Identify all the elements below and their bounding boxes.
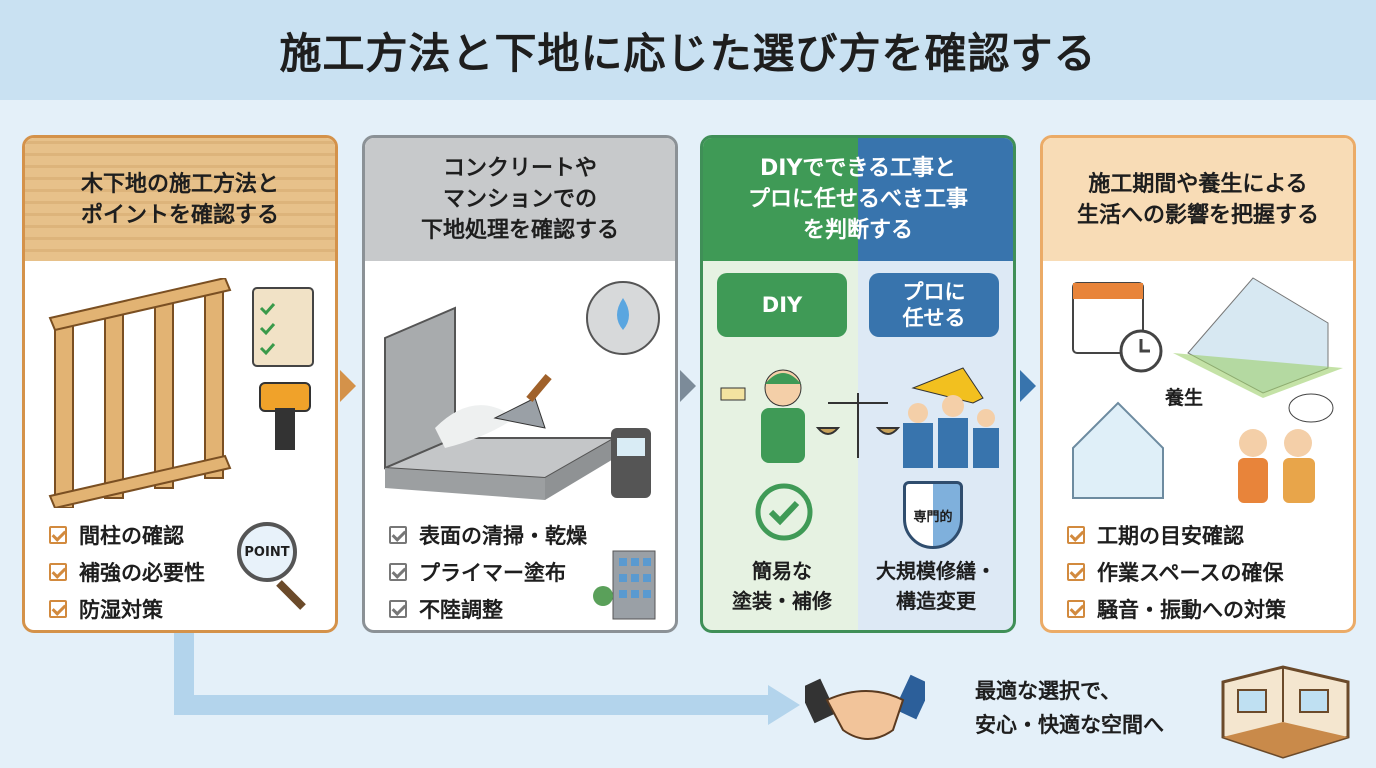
checkbox-icon: [389, 599, 407, 618]
checkbox-icon: [389, 562, 407, 581]
checkbox-icon: [1067, 525, 1085, 544]
check-label: 作業スペースの確保: [1097, 560, 1284, 585]
check-label: 防湿対策: [79, 597, 163, 622]
curing-house-family-illustration: [1072, 277, 1343, 503]
check-item: 作業スペースの確保: [1067, 553, 1286, 590]
diy-description: 簡易な塗装・補修: [707, 556, 857, 616]
heading-line: ポイントを確認する: [80, 202, 279, 228]
checklist: 工期の目安確認 作業スペースの確保 騒音・振動への対策: [1067, 516, 1286, 627]
wood-frame-drill-illustration: [48, 278, 314, 508]
magnifier-handle: [276, 580, 306, 610]
pro-label-line: プロに: [902, 280, 966, 304]
check-label: 工期の目安確認: [1097, 523, 1244, 548]
shield-label: 専門的: [913, 509, 953, 525]
heading-line: 下地処理を確認する: [420, 218, 619, 243]
diy-label-bubble: DIY: [717, 273, 847, 337]
checkbox-icon: [389, 525, 407, 544]
check-label: 不陸調整: [419, 597, 503, 622]
card-concrete-substrate: コンクリートやマンションでの下地処理を確認する 表面の清掃・乾燥 プライマー塗布…: [362, 135, 678, 633]
closing-line: 安心・快適な空間へ: [975, 713, 1164, 737]
closing-line: 最適な選択で、: [975, 679, 1122, 703]
closing-message: 最適な選択で、安心・快適な空間へ: [975, 674, 1164, 742]
check-item: 間柱の確認: [49, 516, 205, 553]
heading-line: 木下地の施工方法と: [80, 171, 279, 197]
check-item: プライマー塗布: [389, 553, 587, 590]
curing-label: 養生: [1165, 387, 1204, 409]
handshake-icon: [805, 674, 925, 740]
desc-line: 大規模修繕・: [876, 559, 996, 583]
flow-arrow: [680, 370, 696, 402]
card-diy-vs-pro: DIYでできる工事とプロに任せるべき工事を判断する DIY プロに任せる 専門的…: [700, 135, 1016, 633]
heading-line: 施工期間や養生による: [1088, 171, 1308, 197]
checklist: 間柱の確認 補強の必要性 防湿対策: [49, 516, 205, 627]
concrete-trowel-illustration: [384, 281, 660, 500]
card-heading: DIYでできる工事とプロに任せるべき工事を判断する: [703, 138, 1013, 261]
card-heading: コンクリートやマンションでの下地処理を確認する: [365, 138, 675, 261]
check-item: 騒音・振動への対策: [1067, 590, 1286, 627]
flow-arrow: [1020, 370, 1036, 402]
room-interior-icon: [1221, 665, 1350, 759]
heading-line: を判断する: [802, 218, 913, 243]
diy-pro-workers-illustration: [720, 367, 999, 468]
diy-label: DIY: [761, 293, 803, 317]
check-label: 騒音・振動への対策: [1097, 597, 1286, 622]
heading-line: コンクリートや: [442, 156, 597, 181]
check-item: 補強の必要性: [49, 553, 205, 590]
checkbox-icon: [49, 562, 67, 581]
flow-arrow: [340, 370, 356, 402]
check-label: 補強の必要性: [79, 560, 205, 585]
card-wood-substrate: 木下地の施工方法とポイントを確認する 間柱の確認 補強の必要性 防湿対策 POI…: [22, 135, 338, 633]
desc-line: 構造変更: [896, 589, 976, 613]
clipboard-icon: [252, 287, 314, 367]
checkbox-icon: [1067, 599, 1085, 618]
drill-icon: [259, 382, 311, 412]
card-heading: 施工期間や養生による生活への影響を把握する: [1043, 138, 1353, 261]
title-banner: 施工方法と下地に応じた選び方を確認する: [0, 0, 1376, 100]
heading-line: マンションでの: [442, 187, 597, 212]
check-item: 表面の清掃・乾燥: [389, 516, 587, 553]
page-title: 施工方法と下地に応じた選び方を確認する: [279, 28, 1097, 78]
desc-line: 塗装・補修: [732, 589, 832, 613]
check-item: 工期の目安確認: [1067, 516, 1286, 553]
point-magnifier-icon: POINT: [237, 522, 297, 582]
apartment-building-icon: [593, 550, 656, 620]
check-item: 不陸調整: [389, 590, 587, 627]
pro-description: 大規模修繕・構造変更: [861, 556, 1011, 616]
desc-line: 簡易な: [752, 559, 812, 583]
checkbox-icon: [1067, 562, 1085, 581]
checkbox-icon: [49, 599, 67, 618]
checklist: 表面の清掃・乾燥 プライマー塗布 不陸調整: [389, 516, 587, 627]
heading-line: 生活への影響を把握する: [1076, 202, 1319, 228]
card-schedule-impact: 施工期間や養生による生活への影響を把握する 養生 工期の目安確認 作業スペースの…: [1040, 135, 1356, 633]
summary-flow-arrow: [174, 633, 800, 725]
check-circle-icon: [755, 483, 813, 541]
shield-icon: 専門的: [903, 481, 963, 549]
card-heading: 木下地の施工方法とポイントを確認する: [25, 138, 335, 261]
check-label: 間柱の確認: [79, 523, 184, 548]
check-label: 表面の清掃・乾燥: [419, 523, 587, 548]
point-badge: POINT: [244, 544, 290, 560]
pro-label-line: 任せる: [902, 306, 966, 330]
check-item: 防湿対策: [49, 590, 205, 627]
check-label: プライマー塗布: [419, 560, 566, 585]
heading-line: DIYでできる工事と: [760, 156, 956, 181]
checkbox-icon: [49, 525, 67, 544]
heading-line: プロに任せるべき工事: [747, 187, 968, 212]
pro-label-bubble: プロに任せる: [869, 273, 999, 337]
